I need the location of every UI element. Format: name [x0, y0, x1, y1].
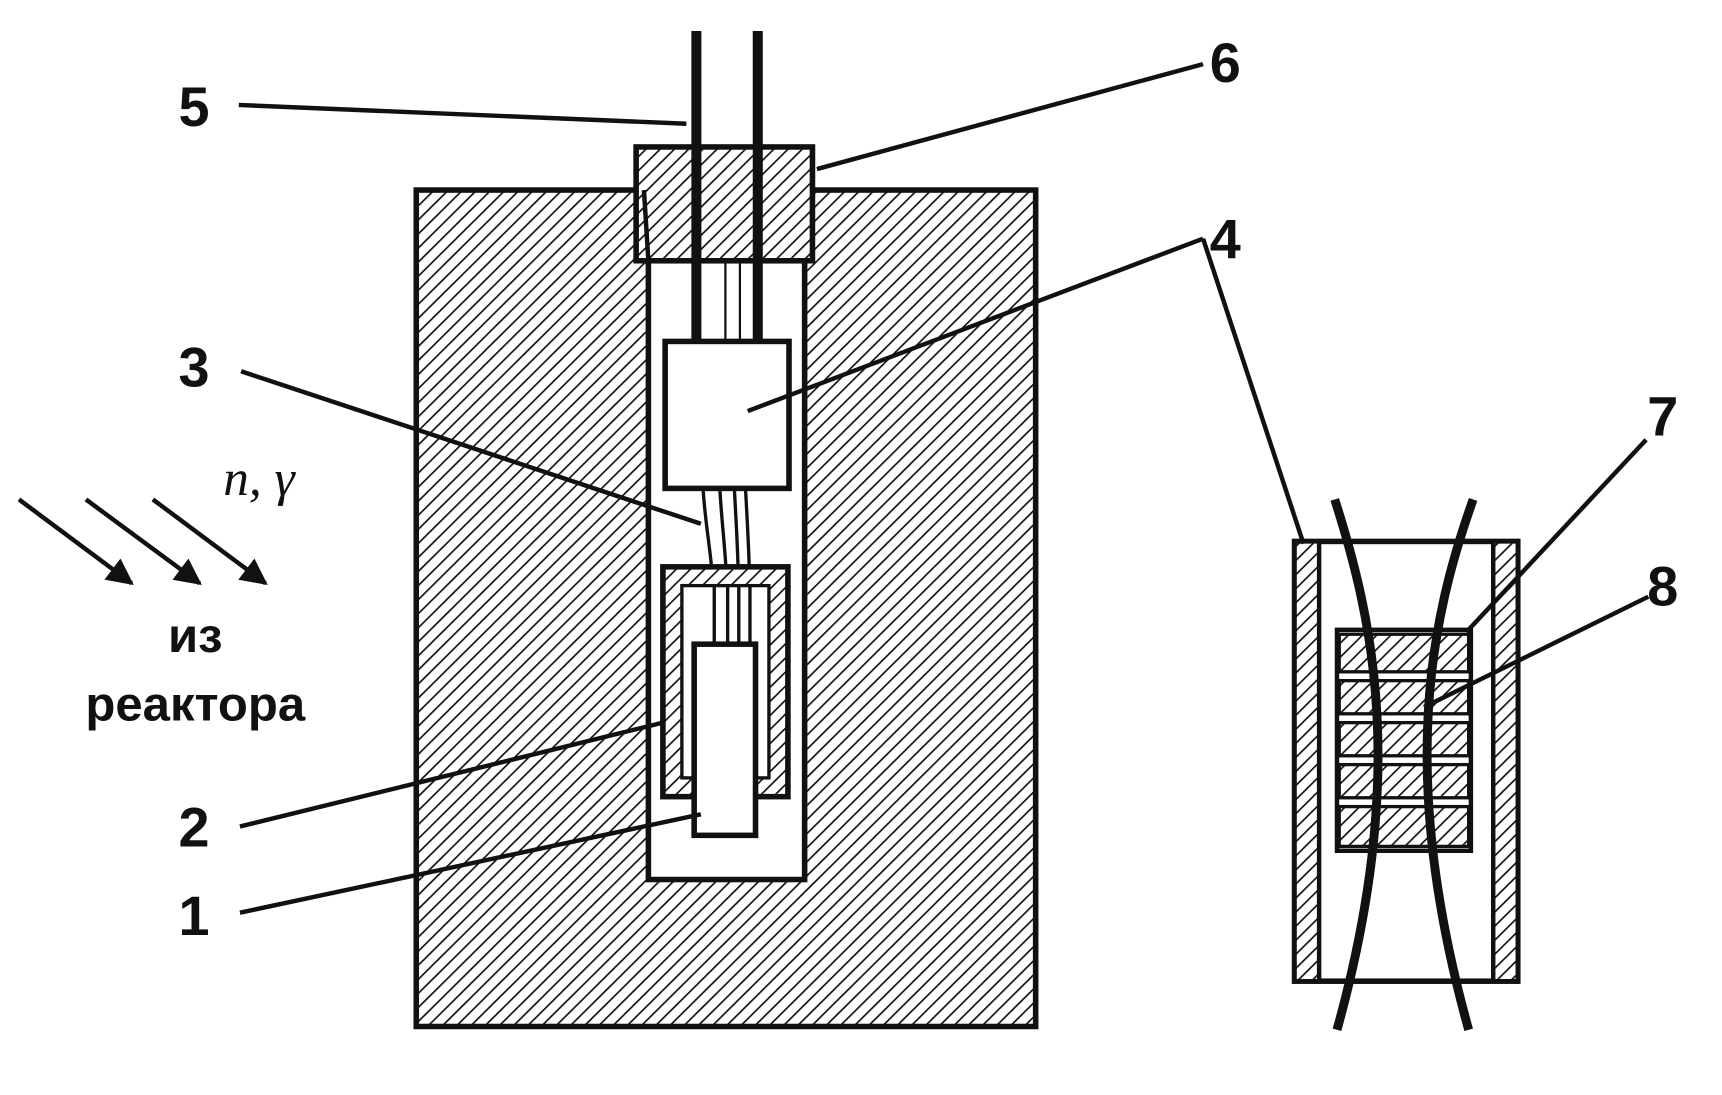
particles-label: n, γ — [223, 450, 296, 507]
label-3: 3 — [179, 337, 210, 399]
wire-ends — [712, 585, 752, 645]
source-label-line1: из — [168, 609, 223, 663]
radiation-arrows — [17, 497, 268, 586]
top-plug — [633, 144, 816, 264]
arrow-3 — [151, 497, 268, 586]
label-6: 6 — [1210, 32, 1241, 94]
detail-wires — [1330, 497, 1478, 1031]
label-5: 5 — [179, 76, 210, 138]
label-7: 7 — [1647, 386, 1678, 448]
cable-leads — [691, 30, 763, 345]
arrow-1 — [17, 497, 134, 586]
unit-box — [662, 338, 792, 492]
arrow-2 — [84, 497, 202, 586]
label-8: 8 — [1647, 556, 1678, 618]
label-4: 4 — [1210, 209, 1241, 271]
label-1: 1 — [179, 885, 210, 947]
leader-lines — [238, 61, 1650, 915]
sample — [691, 641, 759, 839]
label-2: 2 — [179, 797, 210, 859]
detail-stack — [1334, 627, 1474, 854]
source-label-line2: реактора — [85, 678, 306, 732]
